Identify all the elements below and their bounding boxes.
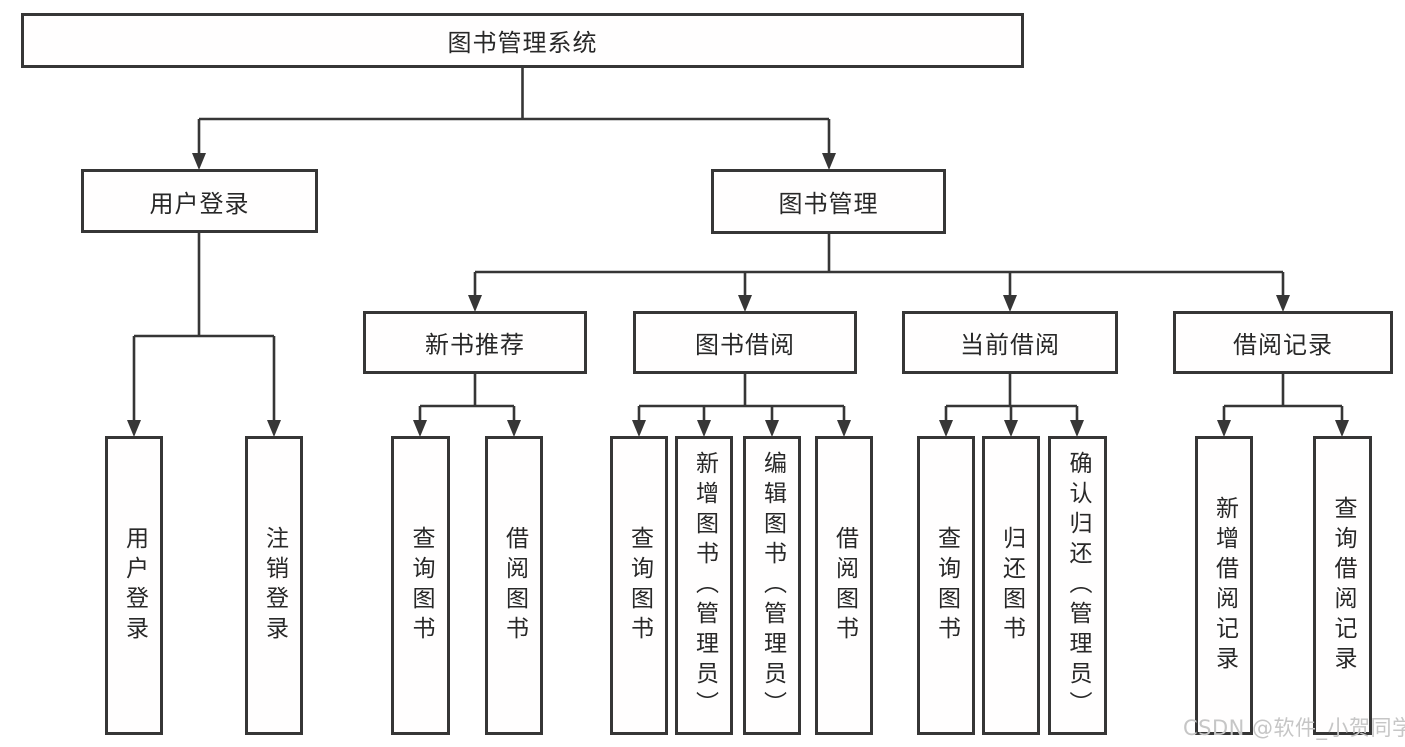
leaf-return-books-label: 归还图书 bbox=[998, 525, 1025, 646]
leaf-borrow-books-recommend: 借阅图书 bbox=[485, 436, 543, 735]
leaf-add-borrow-record: 新增借阅记录 bbox=[1195, 436, 1253, 735]
leaf-query-borrow-record-label: 查询借阅记录 bbox=[1330, 495, 1356, 676]
node-book-management-label: 图书管理 bbox=[778, 190, 879, 218]
leaf-add-borrow-record-label: 新增借阅记录 bbox=[1211, 495, 1238, 676]
leaf-add-books-admin: 新增图书（管理员） bbox=[675, 436, 733, 735]
node-user-login: 用户登录 bbox=[81, 169, 318, 233]
leaf-user-login: 用户登录 bbox=[105, 436, 163, 735]
leaf-query-books-recommend-label: 查询图书 bbox=[408, 525, 434, 646]
leaf-add-books-admin-label: 新增图书（管理员） bbox=[691, 450, 718, 721]
node-borrow-records-label: 借阅记录 bbox=[1233, 331, 1333, 359]
node-new-book-recommend: 新书推荐 bbox=[363, 311, 587, 374]
leaf-query-books-recommend: 查询图书 bbox=[391, 436, 450, 735]
node-library-system: 图书管理系统 bbox=[21, 13, 1024, 68]
leaf-borrow-books-recommend-label: 借阅图书 bbox=[501, 525, 528, 646]
leaf-edit-books-admin-label: 编辑图书（管理员） bbox=[759, 450, 786, 721]
leaf-query-books-borrow-label: 查询图书 bbox=[626, 525, 653, 646]
leaf-return-books: 归还图书 bbox=[982, 436, 1040, 735]
node-library-system-label: 图书管理系统 bbox=[447, 29, 598, 57]
node-borrow-records: 借阅记录 bbox=[1173, 311, 1393, 374]
csdn-watermark: CSDN @软件_小贺同学 bbox=[1183, 716, 1405, 740]
node-user-login-label: 用户登录 bbox=[149, 189, 250, 218]
leaf-query-books-current-label: 查询图书 bbox=[933, 525, 960, 646]
leaf-confirm-return-admin-label: 确认归还（管理员） bbox=[1065, 450, 1091, 721]
leaf-confirm-return-admin: 确认归还（管理员） bbox=[1048, 436, 1107, 735]
leaf-query-books-current: 查询图书 bbox=[917, 436, 975, 735]
leaf-logout: 注销登录 bbox=[245, 436, 303, 735]
leaf-query-books-borrow: 查询图书 bbox=[610, 436, 668, 735]
node-book-borrow-label: 图书借阅 bbox=[695, 331, 795, 359]
leaf-edit-books-admin: 编辑图书（管理员） bbox=[743, 436, 801, 735]
leaf-borrow-books-label: 借阅图书 bbox=[831, 525, 858, 646]
node-book-management: 图书管理 bbox=[711, 169, 946, 234]
leaf-borrow-books: 借阅图书 bbox=[815, 436, 873, 735]
node-current-borrow-label: 当前借阅 bbox=[960, 331, 1060, 359]
leaf-logout-label: 注销登录 bbox=[261, 525, 288, 646]
node-current-borrow: 当前借阅 bbox=[902, 311, 1118, 374]
node-new-book-recommend-label: 新书推荐 bbox=[425, 331, 525, 359]
leaf-user-login-label: 用户登录 bbox=[121, 525, 148, 646]
leaf-query-borrow-record: 查询借阅记录 bbox=[1313, 436, 1372, 735]
node-book-borrow: 图书借阅 bbox=[633, 311, 857, 374]
